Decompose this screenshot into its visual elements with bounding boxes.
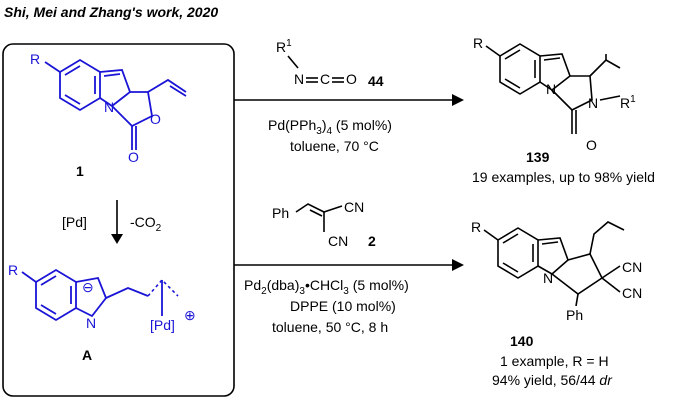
compound-1-carbonyl-o: O [128,149,139,165]
isocyanate-label: 44 [368,73,384,89]
top-reaction-arrowhead [452,94,464,106]
intermediate-a-structure [21,268,179,322]
intermediate-label: A [82,347,92,363]
top-condition-solvent: toluene, 70 °C [290,138,379,154]
step-loss: -CO2 [130,214,162,234]
intermediate-plus: ⊕ [184,307,196,323]
reagent-2-cn1: CN [344,199,364,215]
product-140-note2: 94% yield, 56/44 dr [492,372,613,388]
product-139-n1: N [546,81,556,97]
product-140-n: N [543,270,553,286]
bottom-condition-solvent: toluene, 50 °C, 8 h [272,319,388,335]
bottom-reaction-arrowhead [452,259,464,271]
product-139-label: 139 [526,149,550,165]
product-139-n2: N [588,95,598,111]
reagent-2-bonds [295,203,343,232]
mechanism-box [2,43,235,397]
product-140-label: 140 [510,333,534,349]
product-139-note: 19 examples, up to 98% yield [472,169,655,185]
product-139-r: R [473,35,483,51]
bottom-condition-ligand: DPPE (10 mol%) [290,298,396,314]
intermediate-n: N [86,315,96,331]
product-140-structure [483,221,625,307]
product-139-o: O [586,137,597,153]
compound-1-label: 1 [76,163,84,179]
reagent-2-cn2: CN [328,233,348,249]
compound-1-r: R [30,51,40,67]
isocyanate-bond [287,55,299,69]
step-reagent: [Pd] [62,214,87,230]
compound-1-n: N [104,99,114,115]
isocyanate-o: O [346,71,357,87]
intermediate-r: R [8,262,18,278]
isocyanate-c: C [320,71,330,87]
isocyanate-r: R1 [276,38,292,55]
isocyanate-n: N [294,71,304,87]
intermediate-minus: ⊖ [82,279,94,295]
product-140-cn1: CN [622,259,642,275]
reagent-2-ph: Ph [272,205,289,221]
intermediate-pd: [Pd] [150,317,175,333]
top-condition-catalyst: Pd(PPh3)4 (5 mol%) [268,117,392,137]
product-140-note1: 1 example, R = H [500,353,609,369]
compound-1-structure [44,58,187,150]
compound-1-ring-o: O [150,111,161,127]
bottom-condition-catalyst: Pd2(dba)3•CHCl3 (5 mol%) [244,277,409,297]
product-140-r: R [471,219,481,235]
scheme-title: Shi, Mei and Zhang's work, 2020 [4,4,218,20]
decarboxylation-arrowhead [111,234,123,244]
product-139-structure [485,43,621,134]
product-139-r1: R1 [620,94,636,111]
product-140-cn2: CN [622,285,642,301]
product-140-ph: Ph [566,307,583,323]
reagent-2-label: 2 [368,233,376,249]
